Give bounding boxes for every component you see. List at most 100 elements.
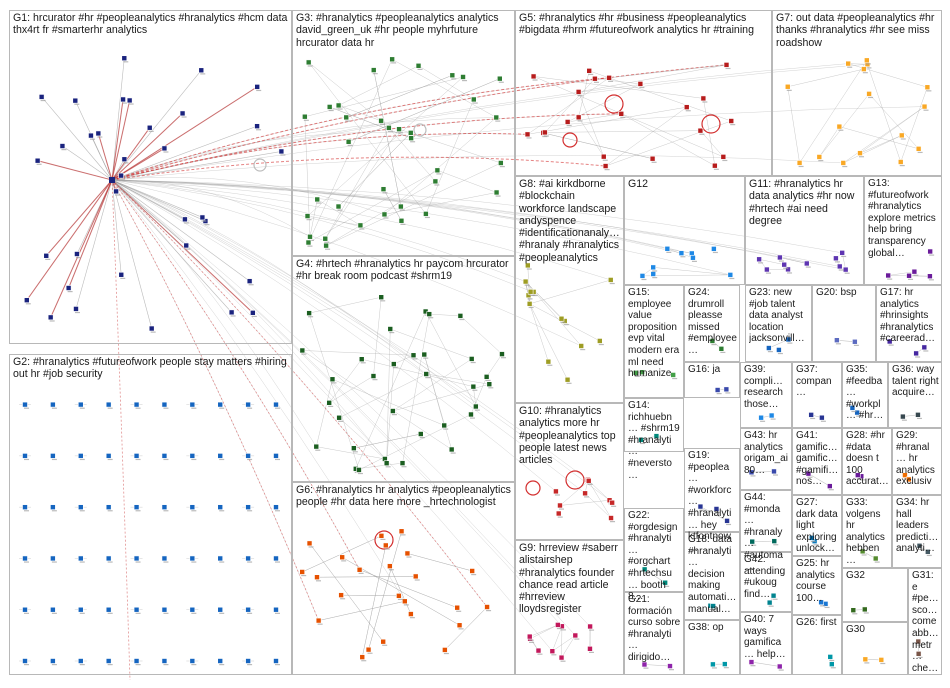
- node-g40: [776, 663, 784, 671]
- group-box-g5: G5: #hranalytics #hr #business #peoplean…: [515, 10, 772, 176]
- group-box-g30: G30: [842, 622, 908, 675]
- node-g11: [777, 254, 784, 262]
- node-g1: [254, 84, 262, 92]
- group-box-g20: G20: bsp: [812, 285, 876, 362]
- node-g2: [217, 453, 225, 461]
- edge: [384, 117, 497, 215]
- node-g7: [921, 103, 929, 111]
- edge: [111, 100, 131, 181]
- edge: [111, 155, 844, 181]
- node-g13: [885, 272, 893, 280]
- node-g2: [245, 401, 253, 409]
- edges-layer: [19, 58, 930, 681]
- node-g3: [493, 114, 501, 122]
- node-g2: [133, 555, 141, 563]
- self-loop: [253, 158, 267, 172]
- node-g15: [639, 369, 647, 377]
- edge: [307, 215, 361, 226]
- node-g6: [408, 611, 415, 619]
- node-g3: [323, 242, 331, 250]
- group-box-g24: G24: drumroll pleasse missed #employee…: [684, 285, 740, 362]
- edge: [527, 106, 687, 135]
- node-g2: [161, 504, 169, 512]
- node-g3: [326, 104, 334, 112]
- edge: [544, 130, 701, 133]
- node-g2: [133, 658, 141, 666]
- group-box-g6: G6: #hranalytics hr analytics #peopleana…: [292, 482, 515, 675]
- edge: [50, 179, 113, 318]
- node-g7: [897, 159, 905, 167]
- node-g2: [22, 401, 29, 409]
- edge: [111, 179, 557, 492]
- edge: [111, 179, 427, 375]
- node-g3: [415, 62, 423, 70]
- node-g4: [313, 443, 321, 451]
- node-g34: [916, 542, 924, 550]
- group-label-g12: G12: [628, 178, 649, 190]
- node-g43: [748, 469, 756, 477]
- edge: [111, 179, 250, 282]
- node-g4: [483, 374, 491, 382]
- edge: [111, 179, 232, 313]
- edge: [355, 462, 403, 470]
- node-g15: [670, 372, 678, 380]
- node-g2: [161, 606, 169, 614]
- node-g32: [861, 606, 869, 614]
- node-g2: [189, 658, 197, 666]
- node-g7: [915, 146, 923, 154]
- node-g4: [399, 460, 407, 468]
- node-g1: [121, 55, 129, 63]
- group-label-g4: G4: #hrtech #hranalytics hr paycom hrcur…: [296, 258, 509, 283]
- node-g7: [861, 66, 868, 74]
- edge: [426, 373, 490, 385]
- group-label-g5: G5: #hranalytics #hr #business #peoplean…: [519, 12, 754, 37]
- node-g2: [22, 658, 29, 666]
- node-g2: [77, 555, 85, 563]
- node-g10: [585, 477, 593, 485]
- node-g5: [524, 131, 532, 139]
- node-g1: [74, 251, 81, 259]
- node-g2: [217, 401, 225, 409]
- group-label-g21: G21: formación curso sobre #hranalyti… d…: [628, 594, 681, 663]
- group-label-g31: G31: e #pe… sco… come abb… metr… che…: [912, 570, 939, 674]
- node-g6: [387, 563, 394, 571]
- edge: [111, 179, 586, 494]
- node-g8: [526, 301, 534, 309]
- node-g3: [322, 235, 330, 243]
- edge: [111, 179, 532, 292]
- node-g2: [273, 555, 280, 563]
- group-label-g33: G33: volgens hr analytics hebben…: [846, 497, 885, 566]
- node-g44: [749, 538, 757, 546]
- node-g3: [305, 59, 313, 67]
- node-g2: [22, 606, 29, 614]
- node-g2: [245, 606, 253, 614]
- edge: [111, 179, 611, 281]
- node-g2: [189, 555, 197, 563]
- edge: [605, 120, 732, 167]
- edge: [843, 106, 925, 164]
- node-g5: [683, 104, 691, 112]
- edge: [533, 76, 704, 99]
- node-g5: [586, 68, 594, 76]
- edge: [302, 350, 414, 356]
- node-g3: [470, 96, 478, 104]
- group-box-g16: G16: ja: [684, 362, 740, 398]
- node-g4: [383, 460, 391, 468]
- node-g10: [555, 510, 563, 518]
- edge: [621, 113, 715, 166]
- node-g1: [254, 123, 262, 131]
- edge: [62, 145, 113, 181]
- node-g13: [906, 272, 914, 280]
- node-g2: [273, 658, 280, 666]
- node-g13: [927, 248, 935, 256]
- node-g4: [390, 408, 397, 416]
- edge: [407, 553, 473, 572]
- node-g1: [198, 67, 206, 75]
- edge: [533, 76, 724, 158]
- edge: [111, 179, 582, 347]
- node-g20: [852, 338, 859, 346]
- node-g6: [359, 654, 367, 662]
- node-g5: [592, 75, 599, 83]
- node-g7: [784, 83, 792, 91]
- node-g4: [387, 326, 395, 334]
